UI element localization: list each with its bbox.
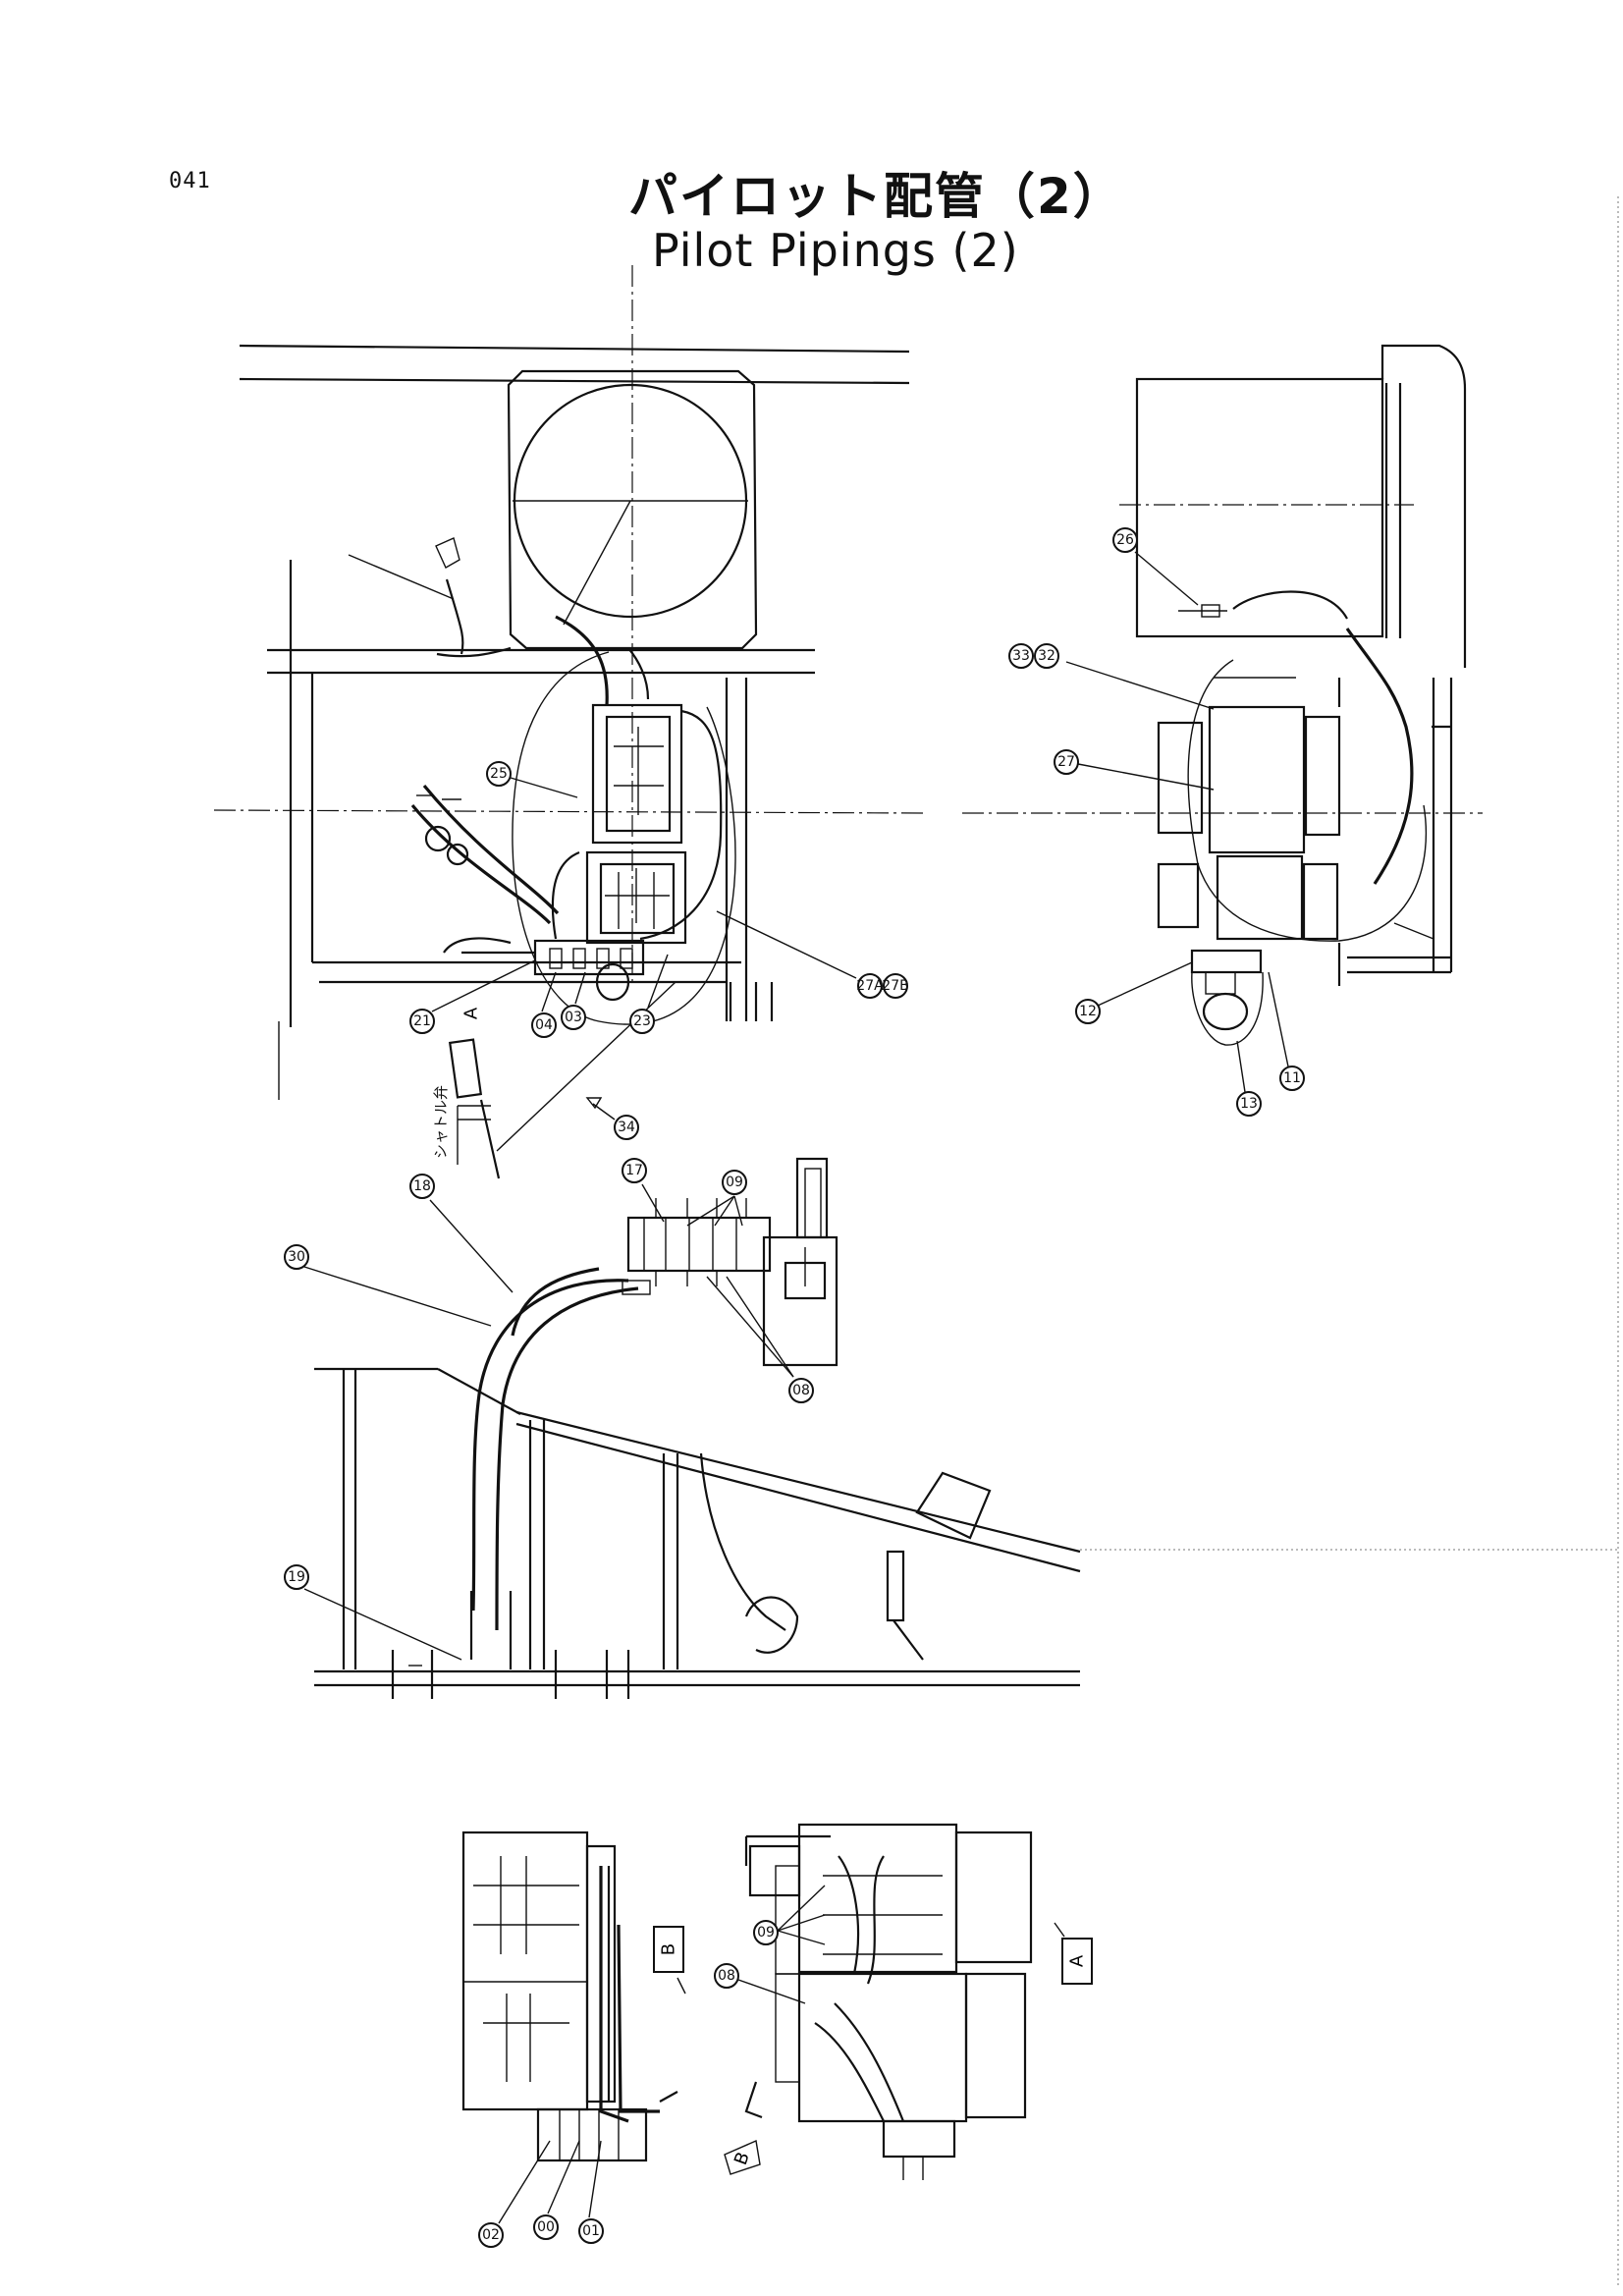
top-right-view [962,344,1483,1046]
svg-text:01: 01 [582,2223,600,2239]
view-marker-a-top: A [461,1007,482,1019]
svg-text:21: 21 [413,1013,431,1029]
callout-17: 17 [622,1158,665,1223]
svg-text:19: 19 [288,1569,305,1585]
svg-text:25: 25 [490,766,508,782]
shuttle-valve-label: シャトル弁 [432,1085,450,1159]
svg-text:13: 13 [1240,1096,1258,1112]
svg-text:09: 09 [757,1925,775,1941]
page-code: 041 [169,169,211,193]
callout-23: 23 [629,954,669,1034]
callout-27A: 27A [716,910,884,999]
svg-text:34: 34 [618,1120,635,1135]
bottom-right-view [744,1823,1033,2180]
top-left-view: シャトル弁 [213,265,924,1179]
callout-01: 01 [578,2140,604,2244]
svg-text:11: 11 [1283,1070,1301,1086]
callout-32: 32 [1034,643,1059,669]
svg-text:02: 02 [482,2227,500,2243]
svg-text:17: 17 [625,1163,643,1178]
svg-text:04: 04 [535,1017,553,1033]
svg-text:A: A [461,1007,482,1019]
callout-26: 26 [1112,527,1199,606]
callout-27B: 27B [882,973,909,999]
svg-text:08: 08 [792,1383,810,1398]
svg-text:B: B [659,1943,679,1955]
svg-text:03: 03 [565,1010,582,1025]
callout-03: 03 [561,971,586,1030]
svg-text:27: 27 [1057,754,1075,770]
svg-text:00: 00 [537,2219,555,2235]
callout-04: 04 [531,971,557,1038]
callout-09-bottom: 09 [753,1885,826,1945]
svg-text:08: 08 [718,1968,735,1984]
callout-33: 33 [1008,643,1215,710]
middle-view [314,1157,1081,1699]
callout-13: 13 [1236,1040,1262,1117]
svg-text:B: B [730,2150,754,2168]
bottom-left-view [461,1831,678,2162]
svg-text:30: 30 [288,1249,305,1265]
callout-19: 19 [284,1564,462,1661]
arrow-34 [585,1097,603,1110]
svg-text:32: 32 [1038,648,1055,664]
callout-02: 02 [478,2140,551,2248]
callout-09-top: 09 [686,1170,747,1227]
svg-text:27A: 27A [856,978,884,994]
svg-text:A: A [1067,1954,1088,1967]
svg-text:23: 23 [633,1013,651,1029]
view-marker-b-box: B [653,1926,686,1995]
svg-text:26: 26 [1116,532,1134,548]
svg-text:27B: 27B [882,978,908,994]
svg-text:12: 12 [1079,1004,1097,1019]
svg-text:33: 33 [1012,648,1030,664]
callout-18: 18 [409,1174,514,1293]
title-english: Pilot Pipings (2) [652,224,1019,277]
callout-11: 11 [1268,971,1305,1091]
title-japanese: パイロット配管（2） [628,168,1124,225]
callout-30: 30 [284,1244,492,1327]
callout-21: 21 [409,959,536,1034]
callout-12: 12 [1075,961,1193,1024]
view-marker-a-box: A [1054,1922,1093,1985]
callout-08-bottom: 08 [714,1963,806,2004]
callout-25: 25 [486,761,578,798]
svg-text:18: 18 [413,1178,431,1194]
view-marker-b-arrow: B [724,2139,761,2175]
callout-08-mid: 08 [706,1276,814,1403]
svg-text:09: 09 [726,1175,743,1190]
callout-00: 00 [533,2140,580,2240]
callout-34: 34 [592,1103,639,1140]
callout-27: 27 [1054,749,1215,791]
